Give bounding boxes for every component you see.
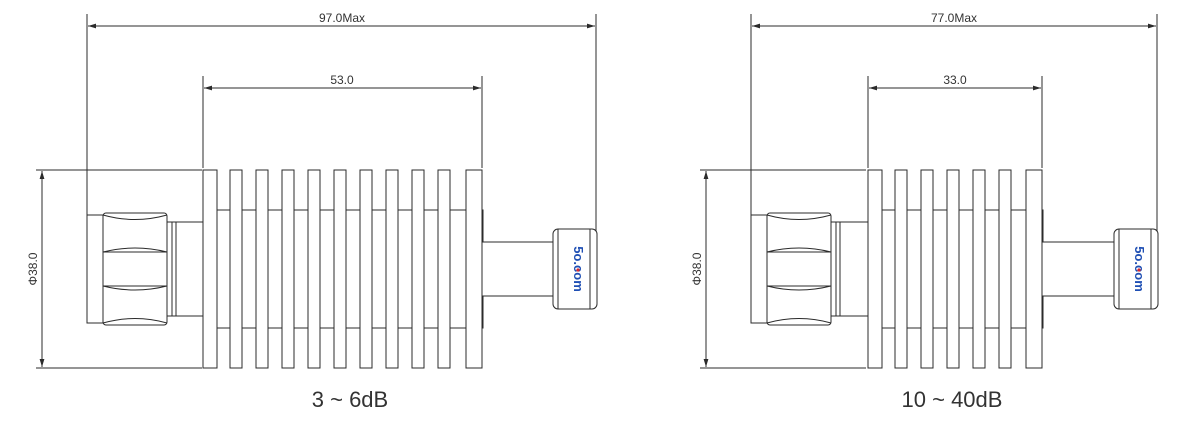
end-cap: 5o.com xyxy=(1113,228,1159,310)
diameter-label: Φ38.0 xyxy=(690,252,704,285)
shaft xyxy=(481,241,555,297)
heatsink-fins xyxy=(867,169,1044,369)
logo-dot xyxy=(1137,268,1141,272)
logo-dot xyxy=(576,268,580,272)
caption: 3 ~ 6dB xyxy=(312,387,388,412)
shaft xyxy=(1041,241,1116,297)
fin-length-dimension: 53.0 xyxy=(202,73,483,168)
diameter-label: Φ38.0 xyxy=(26,252,40,285)
fin-length-label: 33.0 xyxy=(943,73,967,87)
fin-length-label: 53.0 xyxy=(330,73,354,87)
end-cap: 5o.com xyxy=(552,228,598,310)
overall-length-label: 97.0Max xyxy=(319,11,365,25)
overall-length-dimension: 97.0Max xyxy=(86,11,597,232)
fin-length-dimension: 33.0 xyxy=(867,73,1043,168)
drawing-right: 77.0Max 33.0 Φ38.0 xyxy=(690,11,1159,412)
overall-length-label: 77.0Max xyxy=(931,11,977,25)
overall-length-dimension: 77.0Max xyxy=(750,11,1158,232)
hex-nut-connector xyxy=(86,212,204,326)
drawing-left: 97.0Max 53.0 Φ38.0 xyxy=(26,11,598,412)
caption: 10 ~ 40dB xyxy=(902,387,1003,412)
diameter-dimension: Φ38.0 xyxy=(26,169,202,369)
heatsink-fins xyxy=(202,169,484,369)
diameter-dimension: Φ38.0 xyxy=(690,169,866,369)
hex-nut-connector xyxy=(750,212,869,326)
